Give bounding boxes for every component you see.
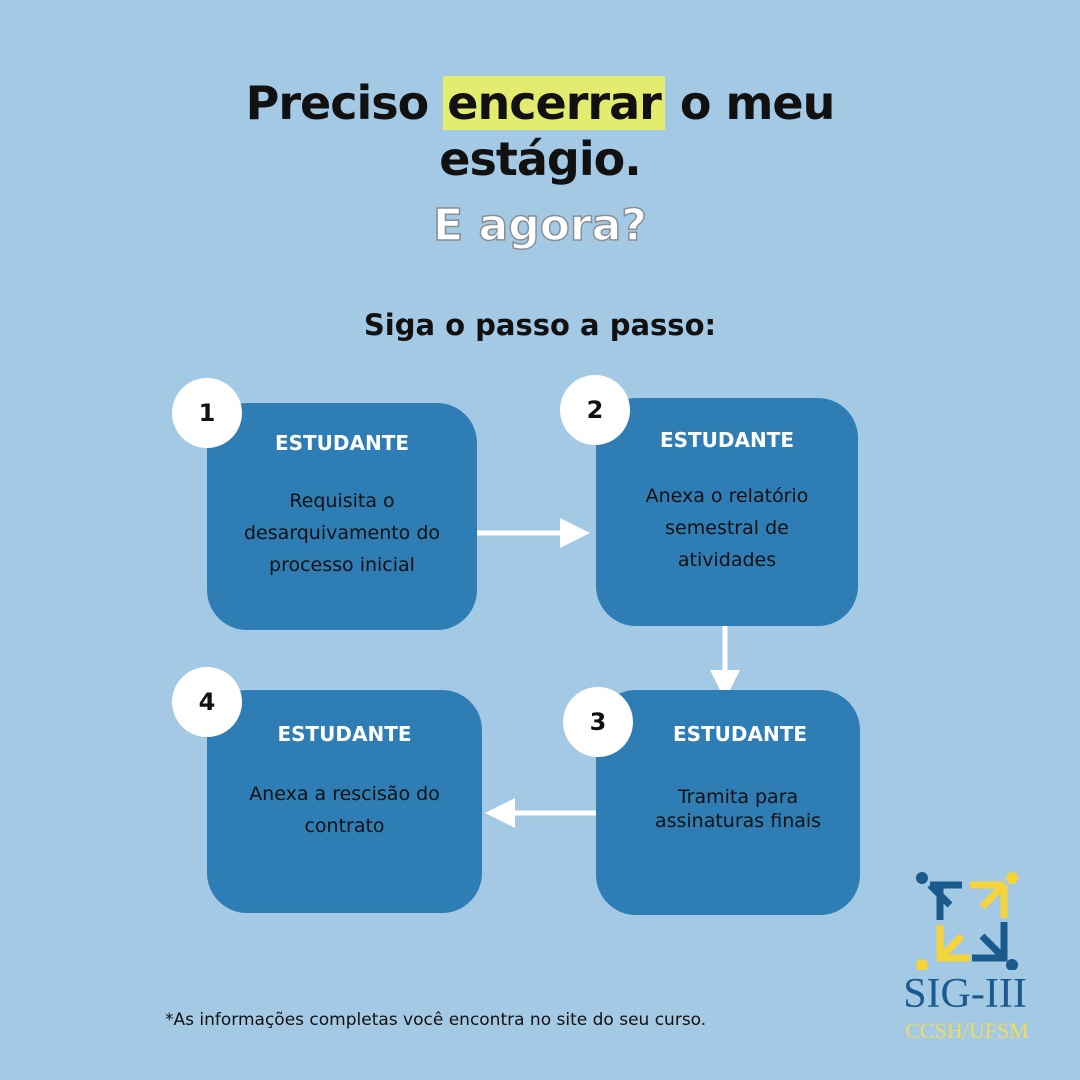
step-number-3: 3 bbox=[563, 687, 633, 757]
step-description: Requisita o desarquivamento do processo … bbox=[243, 490, 441, 576]
step-4-box: ESTUDANTE Anexa a rescisão do contrato bbox=[207, 690, 482, 913]
logo-name: SIG-III bbox=[903, 971, 1027, 1017]
step-role: ESTUDANTE bbox=[659, 428, 795, 452]
steps-heading: Siga o passo a passo: bbox=[363, 308, 717, 342]
step-number-1: 1 bbox=[172, 378, 242, 448]
step-role: ESTUDANTE bbox=[672, 722, 808, 746]
step-2-box: ESTUDANTE Anexa o relatório semestral de… bbox=[596, 398, 858, 626]
title-line-2: estágio. bbox=[439, 132, 641, 186]
step-3-box: ESTUDANTE Tramita para assinaturas finai… bbox=[596, 690, 860, 915]
step-number-4: 4 bbox=[172, 667, 242, 737]
logo-org: CCSH/UFSM bbox=[905, 1018, 1029, 1043]
step-role: ESTUDANTE bbox=[274, 431, 410, 455]
step-description: Tramita para assinaturas finais bbox=[654, 786, 822, 832]
footnote: *As informações completas você encontra … bbox=[165, 1010, 707, 1030]
title-highlight: encerrar bbox=[443, 76, 665, 130]
step-role: ESTUDANTE bbox=[277, 722, 412, 746]
title-line-1: Preciso encerrar o meu bbox=[245, 76, 835, 130]
step-1-box: ESTUDANTE Requisita o desarquivamento do… bbox=[207, 403, 477, 630]
sig-logo-icon bbox=[916, 872, 1018, 971]
step-description: Anexa a rescisão do contrato bbox=[249, 783, 440, 837]
step-number-2: 2 bbox=[560, 375, 630, 445]
step-description: Anexa o relatório semestral de atividade… bbox=[645, 485, 809, 571]
subtitle: E agora? bbox=[432, 199, 647, 252]
sig-logo: SIG-III CCSH/UFSM bbox=[900, 870, 1050, 1043]
